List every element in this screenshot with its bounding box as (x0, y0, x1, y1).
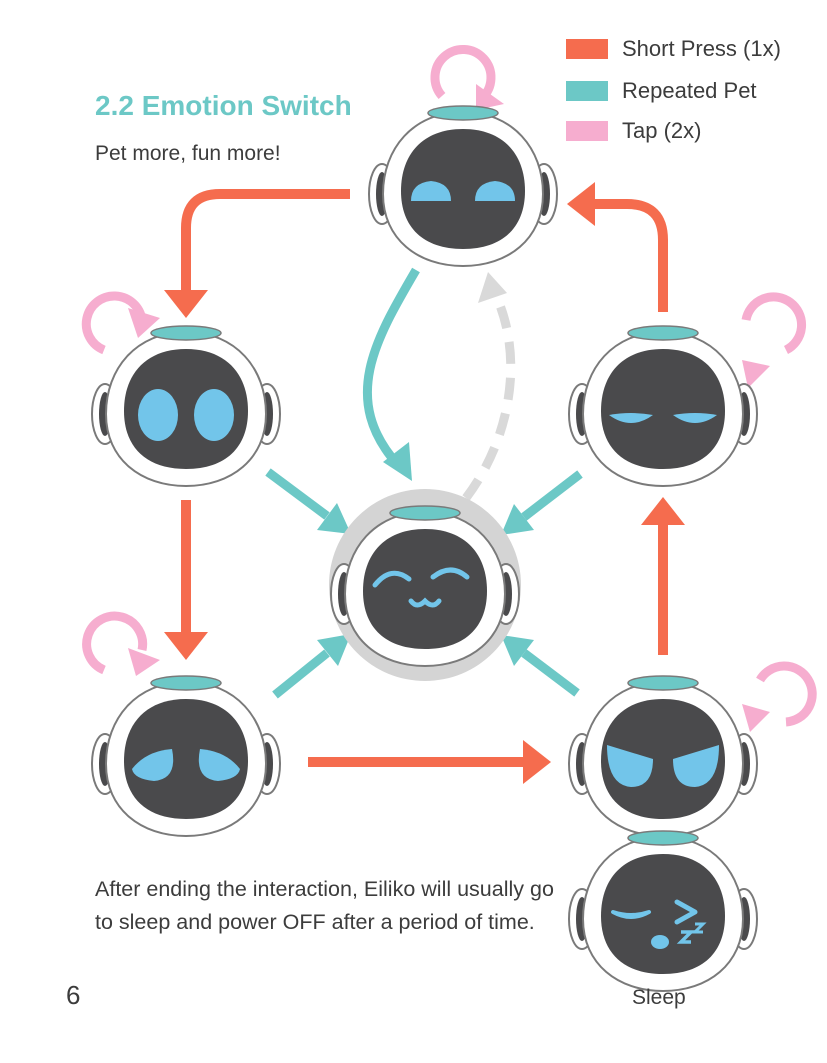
legend-swatch (566, 121, 608, 141)
tap-loops (81, 44, 817, 727)
asleep-zz-icon (611, 899, 707, 949)
legend-label: Short Press (1x) (622, 36, 781, 61)
sleep-description: After ending the interaction, Eiliko wil… (95, 877, 554, 934)
repeated-pet-arrows (265, 267, 583, 699)
sad-eyes-icon (132, 749, 240, 781)
robot-left-upper (91, 325, 281, 487)
robot-right-lower (568, 675, 758, 837)
robot-center (329, 489, 521, 681)
sleepy-eyes-icon (609, 413, 717, 423)
legend-swatch (566, 81, 608, 101)
return-arrow (462, 272, 516, 501)
robot-sleep (568, 830, 758, 992)
angry-eyes-icon (607, 745, 719, 787)
robot-left-lower (91, 675, 281, 837)
legend-label: Tap (2x) (622, 118, 702, 143)
page-title: 2.2 Emotion Switch (95, 90, 352, 121)
legend-item-short-press: Short Press (1x) (566, 36, 826, 62)
legend-label: Repeated Pet (622, 78, 757, 103)
page-number: 6 (66, 980, 81, 1010)
page-subtitle: Pet more, fun more! (95, 142, 281, 165)
robot-top (368, 105, 558, 267)
legend-swatch (566, 39, 608, 59)
short-press-arrows (164, 182, 685, 784)
robot-right-upper (568, 325, 758, 487)
legend-item-repeated-pet: Repeated Pet (566, 78, 826, 104)
legend-item-tap: Tap (2x) (566, 118, 826, 144)
content-eyes-icon (411, 181, 515, 201)
happy-cat-face-icon (372, 567, 470, 608)
tap-heads (128, 84, 770, 732)
sleep-label: Sleep (632, 986, 686, 1009)
wide-eyes-icon (138, 389, 234, 441)
